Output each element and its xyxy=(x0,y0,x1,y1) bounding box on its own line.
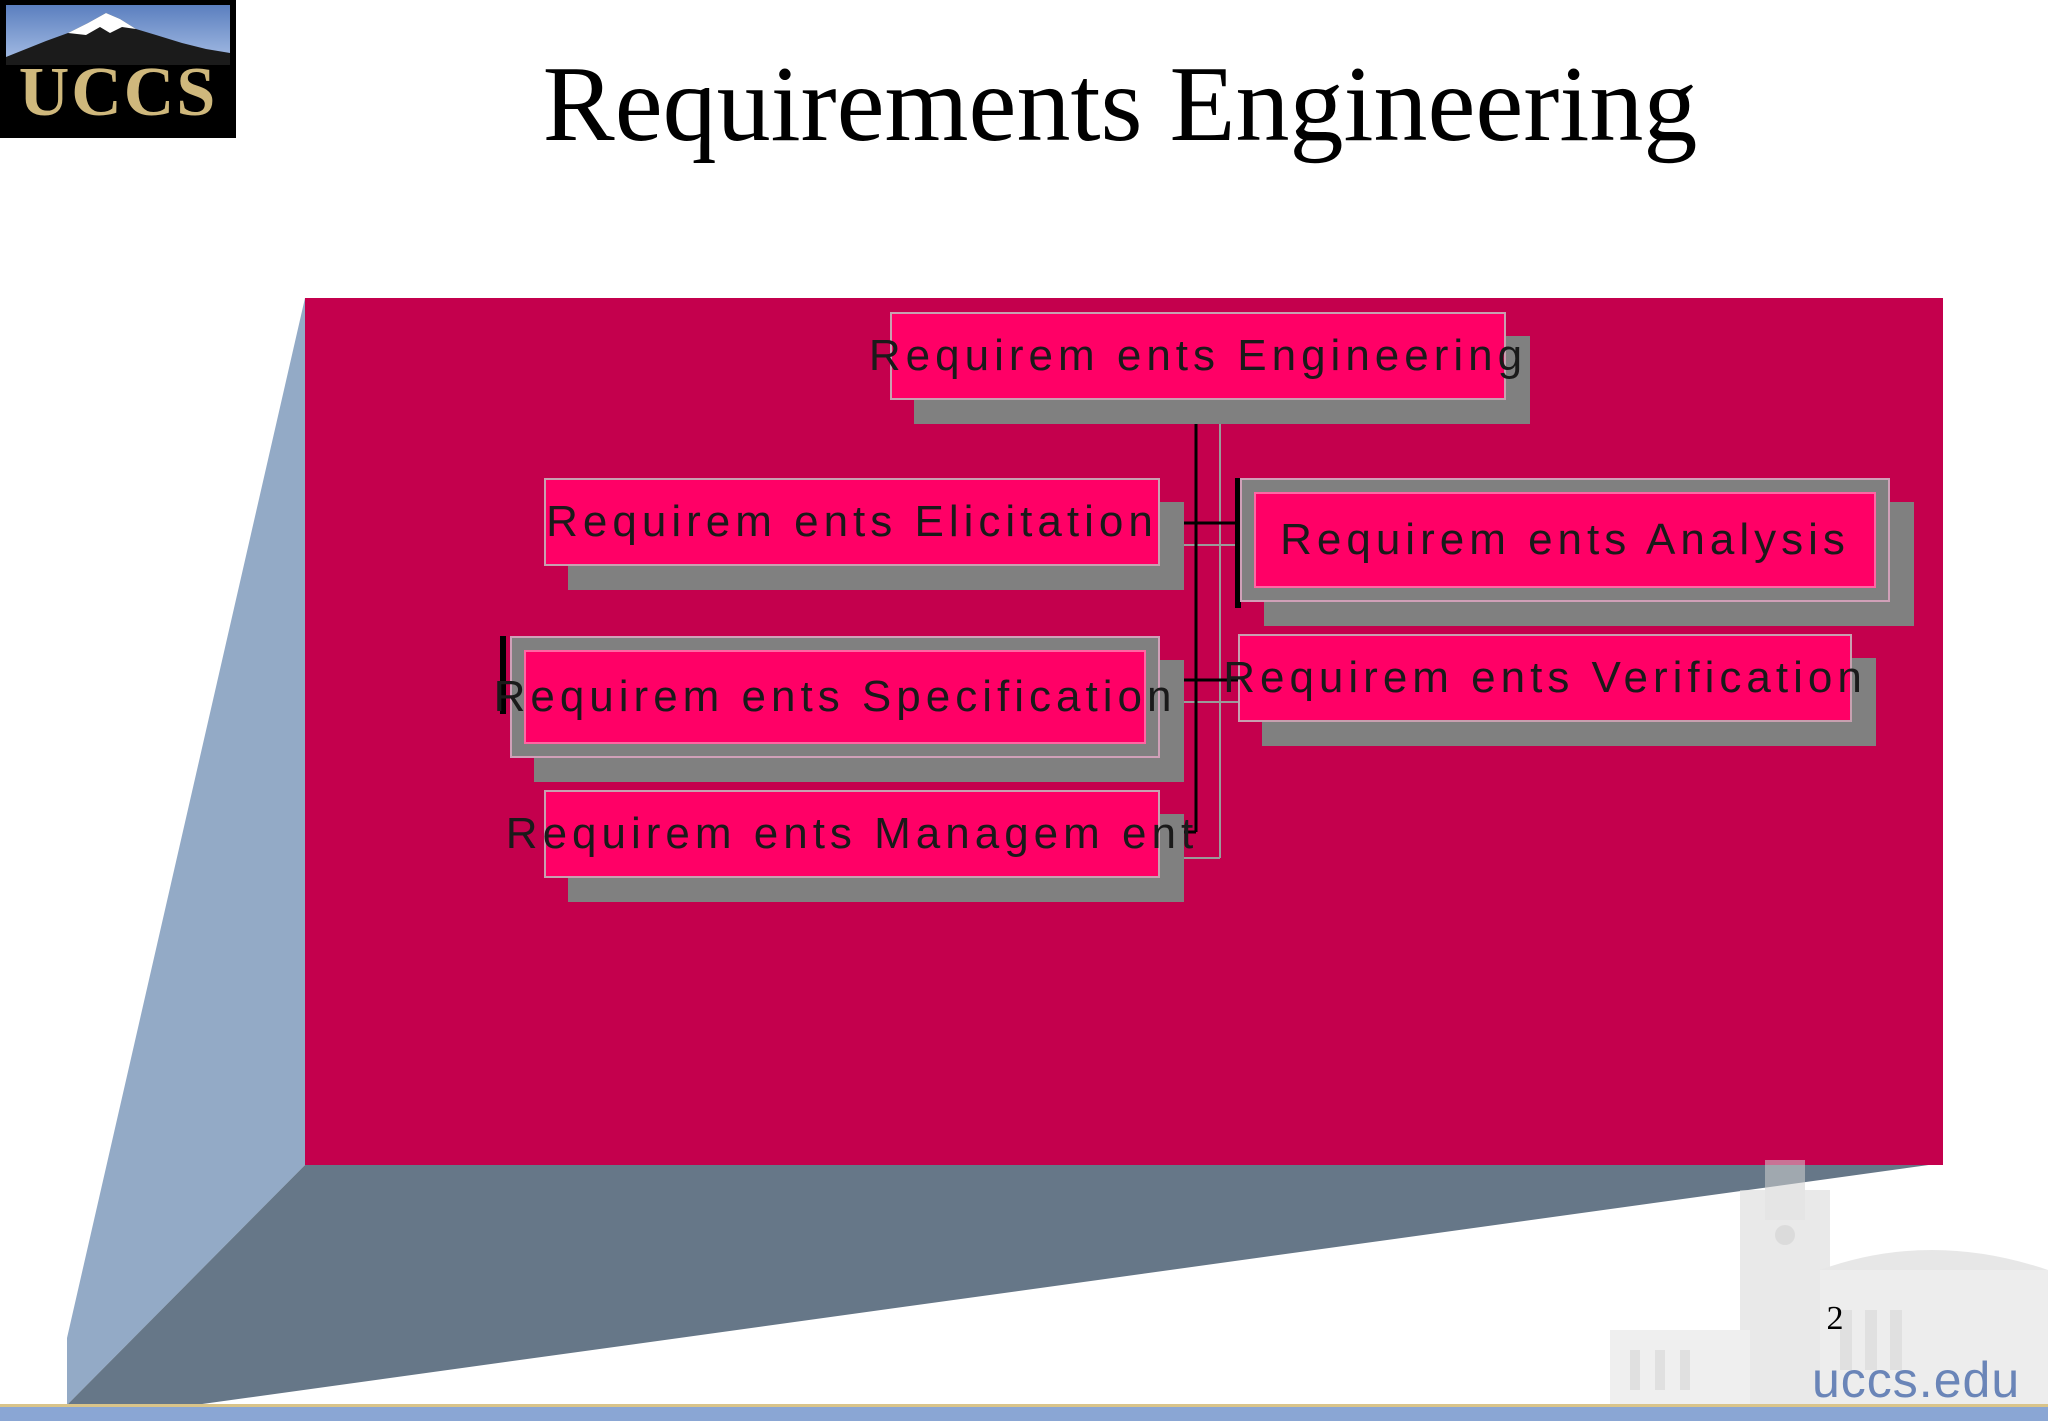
root-node: Requirem ents Engineering xyxy=(869,312,1522,400)
verification-node: Requirem ents Verification xyxy=(1223,634,1862,722)
specification-node-label: Requirem ents Specification xyxy=(493,672,1177,721)
elicitation-node-label: Requirem ents Elicitation xyxy=(546,497,1158,546)
logo-text: UCCS xyxy=(18,54,218,131)
page-number: 2 xyxy=(1826,1300,1844,1337)
root-node-label: Requirem ents Engineering xyxy=(868,331,1528,380)
campus-building-image xyxy=(1610,1160,2048,1405)
slide-title: Requirements Engineering xyxy=(542,45,1698,164)
bottom-bar xyxy=(0,1404,2048,1421)
footer-url: uccs.edu xyxy=(1812,1352,2021,1408)
verification-node-label: Requirem ents Verification xyxy=(1223,653,1867,702)
management-node: Requirem ents Managem ent xyxy=(506,790,1193,878)
specification-node-inner: Requirem ents Specification xyxy=(494,650,1171,744)
mountain-icon xyxy=(6,5,230,65)
specification-node: Requirem ents Specification xyxy=(494,636,1171,758)
analysis-node-inner: Requirem ents Analysis xyxy=(1254,492,1876,588)
panel-bottom-face xyxy=(67,1163,1943,1405)
panel-left-face xyxy=(67,298,305,1405)
management-node-label: Requirem ents Managem ent xyxy=(505,809,1199,858)
uccs-logo: UCCS xyxy=(0,0,236,138)
analysis-node: Requirem ents Analysis xyxy=(1240,478,1890,602)
analysis-node-label: Requirem ents Analysis xyxy=(1280,515,1850,564)
elicitation-node: Requirem ents Elicitation xyxy=(544,478,1160,566)
